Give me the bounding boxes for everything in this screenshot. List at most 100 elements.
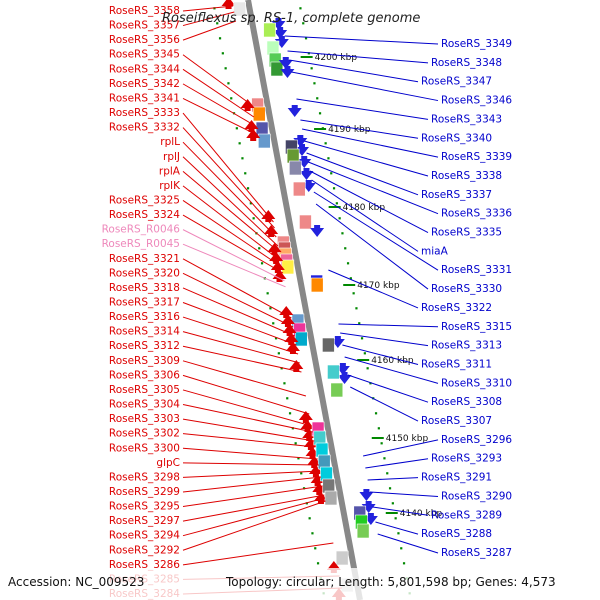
right-leader-line (342, 344, 419, 365)
right-gene-label: RoseRS_3296 (441, 434, 512, 446)
gene-arrow (267, 243, 282, 255)
left-leader-line (182, 345, 302, 373)
right-gene-label: RoseRS_3340 (421, 132, 492, 144)
gene-box (322, 337, 335, 353)
right-gene-label: RoseRS_3311 (421, 358, 492, 370)
left-gene-label: RoseRS_3303 (109, 413, 180, 425)
scale-dot (286, 397, 289, 400)
left-gene-label: RoseRS_3312 (109, 340, 180, 352)
left-gene-label: RoseRS_3333 (109, 107, 180, 119)
left-gene-label: RoseRS_3297 (109, 515, 180, 527)
right-gene-label: RoseRS_3338 (431, 170, 502, 182)
left-leader-line (182, 418, 315, 442)
right-gene-label: miaA (421, 245, 449, 257)
gene-box (281, 259, 295, 275)
gene-arrow (295, 144, 309, 156)
left-gene-label: RoseRS_3306 (109, 369, 180, 381)
right-gene-label: RoseRS_3307 (421, 415, 492, 427)
scale-dot (244, 172, 247, 175)
left-leader-line (182, 243, 286, 288)
left-leader-line (182, 185, 282, 262)
scale-dot (388, 487, 392, 490)
gene-box (310, 277, 324, 293)
right-gene-label: RoseRS_3330 (431, 283, 502, 295)
gene-arrow (264, 225, 279, 237)
scale-dot (386, 472, 389, 475)
gene-box (292, 181, 306, 197)
scale-dot (383, 457, 386, 460)
right-leader-line (363, 439, 439, 457)
scale-dot (218, 37, 222, 40)
left-leader-line (182, 433, 316, 448)
kbp-label: 4190 kbp (328, 125, 371, 135)
gene-arrow (273, 27, 288, 39)
right-gene-label: RoseRS_3290 (441, 490, 512, 502)
left-leader-line (182, 360, 307, 397)
scale-dot (400, 547, 403, 550)
left-leader-line (182, 141, 277, 238)
left-gene-label: rplJ (163, 151, 180, 163)
gene-arrow (240, 99, 255, 111)
right-leader-line (315, 203, 429, 290)
gene-arrow (274, 36, 289, 48)
left-leader-line (182, 331, 300, 364)
right-leader-line (291, 71, 439, 102)
right-gene-label: RoseRS_3346 (441, 95, 512, 107)
scale-dot (221, 52, 224, 55)
kbp-label: 4180 kbp (343, 203, 386, 213)
left-leader-line (182, 200, 283, 268)
scale-dot (316, 562, 320, 565)
gene-box (335, 550, 349, 566)
left-leader-line (182, 258, 292, 319)
gene-box (258, 133, 271, 149)
right-leader-line (350, 386, 419, 422)
left-leader-line (182, 447, 318, 460)
left-gene-label: RoseRS_3298 (109, 471, 180, 483)
left-leader-line (182, 494, 325, 522)
left-gene-label: RoseRS_3342 (109, 78, 180, 90)
right-leader-line (369, 491, 439, 497)
summary-text: Topology: circular; Length: 5,801,598 bp… (225, 575, 556, 589)
right-gene-label: RoseRS_3310 (441, 377, 512, 389)
right-leader-line (308, 161, 439, 215)
scale-dot (299, 7, 302, 10)
scale-dot (266, 292, 269, 295)
scale-dot (280, 367, 283, 370)
scale-dot (366, 367, 369, 370)
gene-arrow (244, 120, 259, 132)
left-gene-label: RoseRS_3314 (109, 326, 180, 338)
gene-arrow (297, 156, 312, 168)
scale-dot (391, 502, 394, 505)
kbp-label: 4200 kbp (315, 53, 358, 63)
left-gene-label: RoseRS_3358 (109, 5, 180, 17)
scale-dot (313, 82, 316, 85)
left-leader-line (182, 214, 284, 274)
gene-box (356, 523, 370, 539)
right-gene-label: RoseRS_3293 (431, 453, 502, 465)
right-gene-label: RoseRS_3335 (431, 227, 502, 239)
scale-dot (330, 172, 333, 175)
scale-dot (360, 337, 364, 340)
scale-dot (230, 97, 233, 100)
right-leader-line (284, 35, 439, 45)
scale-dot (302, 22, 305, 25)
gene-arrow (310, 225, 325, 237)
left-leader-line (182, 11, 235, 27)
gene-arrow (271, 18, 286, 30)
scale-dot (283, 382, 286, 385)
right-gene-label: RoseRS_3337 (421, 189, 492, 201)
left-gene-label: RoseRS_3305 (109, 384, 180, 396)
right-gene-label: RoseRS_3331 (441, 264, 512, 276)
right-gene-label: RoseRS_3315 (441, 321, 512, 333)
scale-dot (394, 517, 397, 520)
right-leader-line (296, 98, 429, 120)
scale-dot (241, 157, 244, 160)
gene-arrow (302, 429, 317, 441)
gene-arrow (282, 324, 297, 336)
right-gene-label: RoseRS_3343 (431, 113, 502, 125)
gene-box (294, 331, 308, 347)
left-gene-label: RoseRS_3299 (109, 486, 180, 498)
scale-dot (324, 142, 327, 145)
right-leader-line (340, 332, 429, 347)
